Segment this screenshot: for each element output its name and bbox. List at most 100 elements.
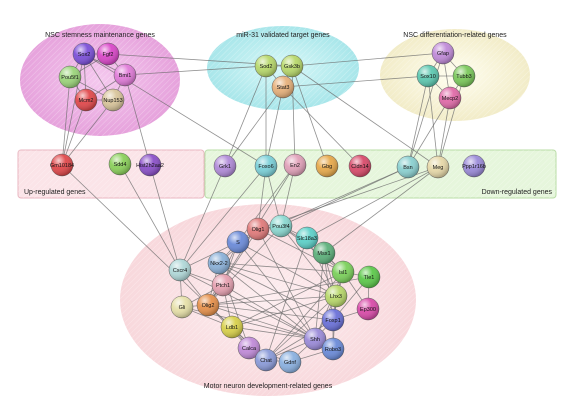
node-label-hist2h2aa2: Hist2h2aa2 xyxy=(136,163,164,169)
edge-msx1-foxp1 xyxy=(323,252,334,321)
node-nup153[interactable]: Nup153 xyxy=(101,88,125,112)
node-sox2[interactable]: Sox2 xyxy=(72,42,96,66)
node-gm10184[interactable]: Gm10184 xyxy=(50,153,74,177)
node-label-pou5f1: Pou5f1 xyxy=(61,75,78,81)
node-label-foxo6: Foxo6 xyxy=(258,164,273,170)
node-shading-s xyxy=(227,231,249,253)
node-shading-meg xyxy=(427,156,449,178)
node-label-lhx3: Lhx3 xyxy=(330,294,342,300)
node-stat3[interactable]: Stat3 xyxy=(271,75,295,99)
node-grk1[interactable]: Grk1 xyxy=(213,154,237,178)
label-nsc-differentiation: NSC differentiation-related genes xyxy=(403,32,507,39)
node-gfap[interactable]: Gfap xyxy=(431,41,455,65)
node-ptch1[interactable]: Ptch1 xyxy=(211,273,235,297)
node-ep300[interactable]: Ep300 xyxy=(356,297,380,321)
node-s[interactable]: S xyxy=(226,230,250,254)
node-shading-gli xyxy=(171,296,193,318)
node-slc18a3[interactable]: Slc18a3 xyxy=(295,226,319,250)
node-shading-foxp1 xyxy=(322,309,344,331)
edge-mecp2-meg xyxy=(437,97,451,168)
node-label-slc18a3: Slc18a3 xyxy=(297,236,317,242)
node-en2[interactable]: En2 xyxy=(283,153,307,177)
node-label-tle1: Tle1 xyxy=(364,275,375,281)
node-nkx2-2[interactable]: Nkx2-2 xyxy=(207,251,231,275)
node-hist2h2aa2[interactable]: Hist2h2aa2 xyxy=(136,153,164,177)
node-shh[interactable]: Shh xyxy=(303,327,327,351)
edge-slc18a3-chat xyxy=(265,237,308,361)
node-shading-bmi1 xyxy=(114,64,136,86)
node-pou3f4[interactable]: Pou3f4 xyxy=(269,214,293,238)
node-sdd4[interactable]: Sdd4 xyxy=(108,152,132,176)
node-bsn[interactable]: Bsn xyxy=(396,155,420,179)
node-sox10[interactable]: Sox10 xyxy=(416,64,440,88)
node-shading-hist2h2aa2 xyxy=(139,154,161,176)
node-pou5f1[interactable]: Pou5f1 xyxy=(58,65,82,89)
edge-bmi1-sod2 xyxy=(124,65,267,76)
node-shading-foxo6 xyxy=(255,155,277,177)
node-label-chat: Chat xyxy=(260,358,272,364)
node-gdnf[interactable]: Gdnf xyxy=(278,350,302,374)
node-foxo6[interactable]: Foxo6 xyxy=(254,154,278,178)
node-shading-nup153 xyxy=(102,89,124,111)
node-ldb1[interactable]: Ldb1 xyxy=(220,315,244,339)
node-label-cxcr4: Cxcr4 xyxy=(173,268,187,274)
node-foxp1[interactable]: Foxp1 xyxy=(321,308,345,332)
node-label-mecp2: Mecp2 xyxy=(442,96,459,102)
node-meg[interactable]: Meg xyxy=(426,155,450,179)
edge-stat3-grk1 xyxy=(224,86,284,167)
node-mecp2[interactable]: Mecp2 xyxy=(438,86,462,110)
node-label-fgf2: Fgf2 xyxy=(102,52,113,58)
node-label-gbg: Gbg xyxy=(322,164,332,170)
node-robo3[interactable]: Robo3 xyxy=(321,337,345,361)
node-label-gfap: Gfap xyxy=(437,51,449,57)
node-label-isl1: Isl1 xyxy=(339,270,348,276)
node-shading-chat xyxy=(255,349,277,371)
node-label-sox10: Sox10 xyxy=(420,74,436,80)
node-gli[interactable]: Gli xyxy=(170,295,194,319)
node-lhx3[interactable]: Lhx3 xyxy=(324,284,348,308)
node-label-grk1: Grk1 xyxy=(219,164,231,170)
edge-bmi1-hist2h2aa2 xyxy=(124,74,151,166)
node-olig1[interactable]: Olig1 xyxy=(246,217,270,241)
node-shading-shh xyxy=(304,328,326,350)
edge-pou5f1-gm10184 xyxy=(61,76,71,166)
node-shading-nkx2-2 xyxy=(208,252,230,274)
edge-nkx2-2-isl1 xyxy=(218,262,344,273)
node-calca[interactable]: Calca xyxy=(237,336,261,360)
node-shading-en2 xyxy=(284,154,306,176)
edge-s-lhx3 xyxy=(237,241,337,297)
node-isl1[interactable]: Isl1 xyxy=(331,260,355,284)
node-shading-slc18a3 xyxy=(296,227,318,249)
edge-tubb3-meg xyxy=(437,75,465,168)
node-shading-grk1 xyxy=(214,155,236,177)
node-olig2[interactable]: Olig2 xyxy=(196,293,220,317)
node-chat[interactable]: Chat xyxy=(254,348,278,372)
node-msx1[interactable]: Msx1 xyxy=(312,241,336,265)
node-bmi1[interactable]: Bmi1 xyxy=(113,63,137,87)
node-label-cldn14: Cldn14 xyxy=(351,164,368,170)
node-shading-ptch1 xyxy=(212,274,234,296)
node-sod2[interactable]: Sod2 xyxy=(254,54,278,78)
node-tle1[interactable]: Tle1 xyxy=(357,265,381,289)
node-fgf2[interactable]: Fgf2 xyxy=(96,42,120,66)
label-nsc-stemness: NSC stemness maintenance genes xyxy=(45,32,155,39)
node-cldn14[interactable]: Cldn14 xyxy=(348,154,372,178)
node-shading-gfap xyxy=(432,42,454,64)
node-shading-sod2 xyxy=(255,55,277,77)
label-mir31-targets: miR-31 validated target genes xyxy=(236,32,330,39)
edge-olig1-shh xyxy=(257,228,316,340)
node-shading-cxcr4 xyxy=(169,259,191,281)
node-shading-ppp1r16b xyxy=(463,155,485,177)
node-shading-gm10184 xyxy=(51,154,73,176)
node-mcm2[interactable]: Mcm2 xyxy=(74,88,98,112)
node-label-robo3: Robo3 xyxy=(325,347,341,353)
edge-stat3-foxo6 xyxy=(265,86,284,167)
node-gbg[interactable]: Gbg xyxy=(315,154,339,178)
node-cxcr4[interactable]: Cxcr4 xyxy=(168,258,192,282)
node-tubb3[interactable]: Tubb3 xyxy=(452,64,476,88)
node-ppp1r16b[interactable]: Ppp1r16b xyxy=(462,154,486,178)
node-gsk3b[interactable]: Gsk3b xyxy=(280,54,304,78)
node-shading-calca xyxy=(238,337,260,359)
edge-lhx3-olig2 xyxy=(207,295,337,306)
